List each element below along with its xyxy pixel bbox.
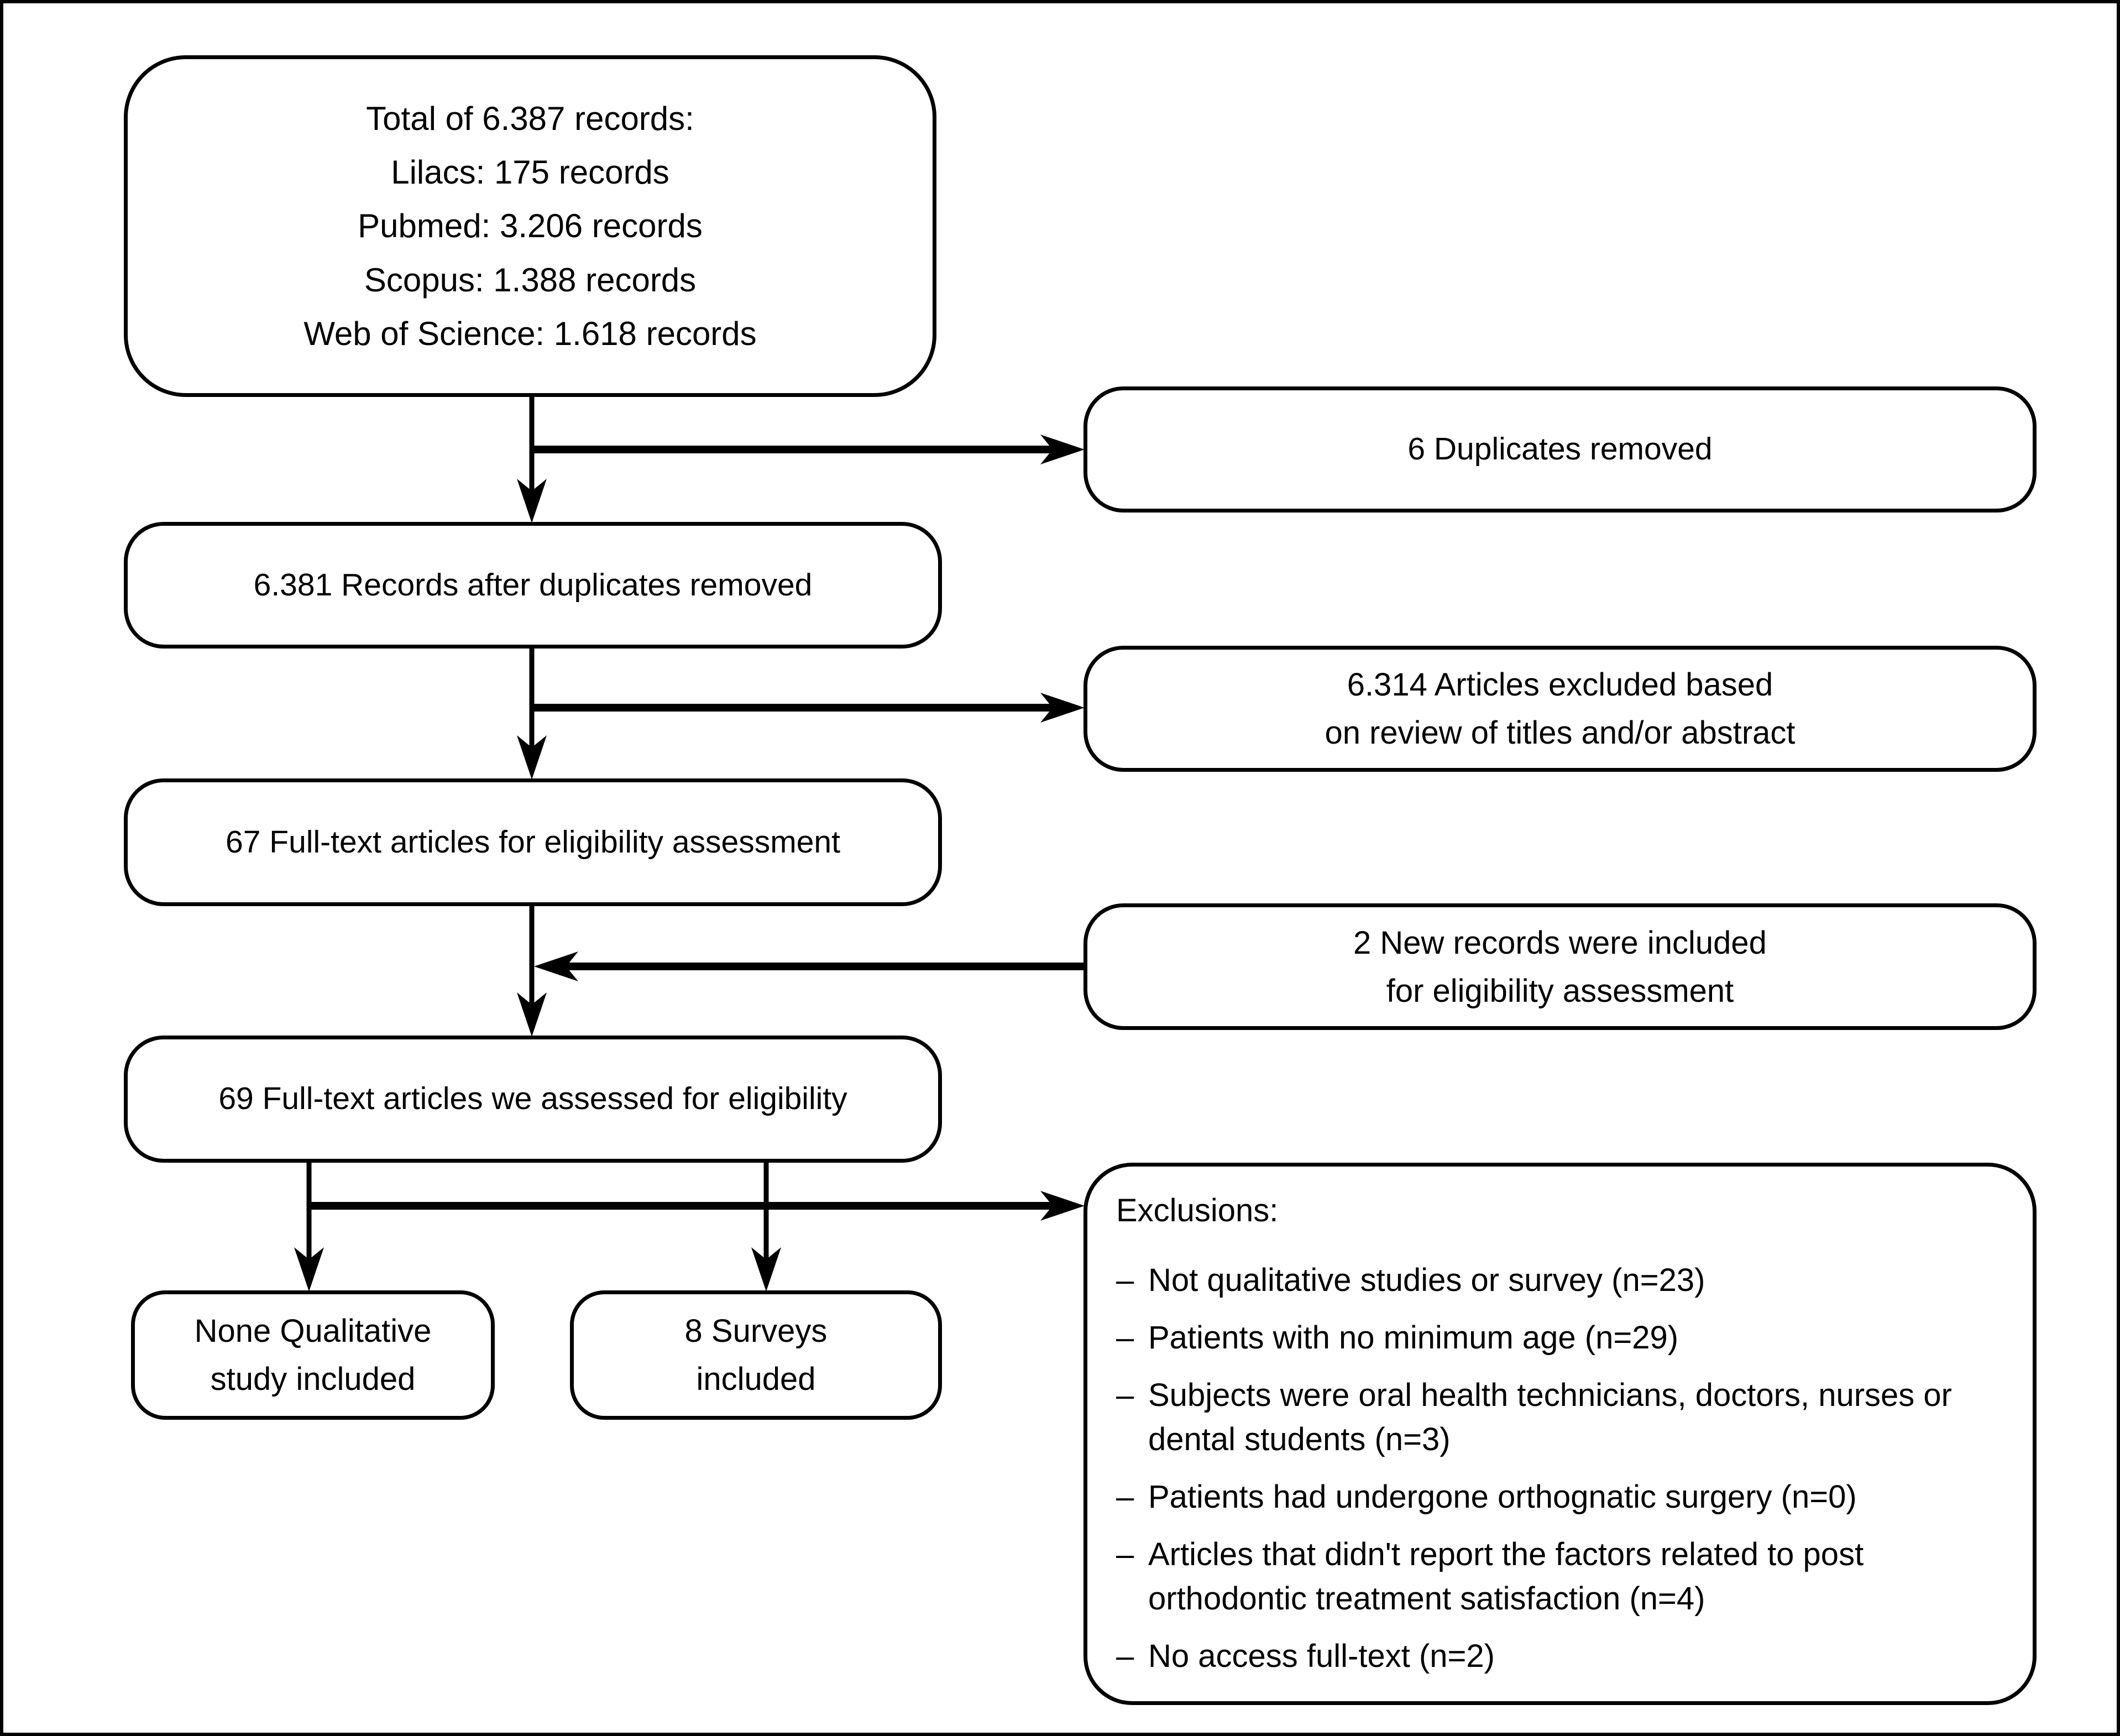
box-articles-excluded: 6.314 Articles excluded based on review …	[1083, 646, 2037, 772]
exclusion-item-text: No access full-text (n=2)	[1148, 1638, 1495, 1675]
dash-bullet: –	[1116, 1262, 1134, 1299]
fulltext-assessed-label: 69 Full-text articles we assessed for el…	[218, 1081, 847, 1117]
identified-pubmed: Pubmed: 3.206 records	[358, 207, 703, 245]
arrow-to-articles-excluded	[530, 693, 1085, 723]
articles-excluded-line2: on review of titles and/or abstract	[1325, 715, 1796, 751]
exclusion-item-text: Patients with no minimum age (n=29)	[1148, 1320, 1679, 1356]
arrow-to-exclusions	[307, 1191, 1085, 1221]
box-qualitative-included: None Qualitative study included	[131, 1290, 495, 1420]
arrow-to-duplicates-removed	[530, 435, 1085, 464]
qualitative-included-line2: study included	[210, 1361, 416, 1397]
arrow-head	[517, 992, 547, 1037]
arrow-after-duplicates-to-fulltext	[517, 647, 547, 780]
exclusion-item: – No access full-text (n=2)	[1116, 1634, 2006, 1679]
arrow-head	[1040, 693, 1085, 723]
articles-excluded-line1: 6.314 Articles excluded based	[1347, 667, 1773, 703]
dash-bullet: –	[1116, 1377, 1134, 1414]
identified-scopus: Scopus: 1.388 records	[364, 261, 697, 299]
surveys-included-line1: 8 Surveys	[684, 1313, 828, 1349]
identified-web-of-science: Web of Science: 1.618 records	[303, 315, 757, 352]
exclusion-item-text: Not qualitative studies or survey (n=23)	[1148, 1262, 1705, 1299]
arrow-head	[294, 1247, 324, 1291]
exclusion-item: – Not qualitative studies or survey (n=2…	[1116, 1258, 2006, 1303]
arrow-head	[751, 1247, 781, 1291]
new-records-line1: 2 New records were included	[1353, 924, 1767, 961]
surveys-included-line2: included	[696, 1361, 816, 1397]
exclusion-item-text: Patients had undergone orthognatic surge…	[1148, 1479, 1857, 1515]
exclusions-title: Exclusions:	[1116, 1193, 1279, 1228]
arrow-identified-to-after-duplicates	[517, 396, 547, 523]
arrow-assessed-to-qualitative	[294, 1162, 324, 1291]
duplicates-removed-label: 6 Duplicates removed	[1407, 431, 1713, 467]
exclusion-item: – Patients had undergone orthognatic sur…	[1116, 1475, 2006, 1519]
identified-total: Total of 6.387 records:	[366, 100, 694, 138]
box-exclusions: Exclusions: – Not qualitative studies or…	[1083, 1163, 2037, 1705]
arrow-from-new-records	[534, 951, 1085, 981]
arrow-head	[1040, 1191, 1085, 1221]
exclusion-item-text: Subjects were oral health technicians, d…	[1148, 1377, 1952, 1458]
box-duplicates-removed: 6 Duplicates removed	[1083, 386, 2037, 513]
arrow-head	[517, 735, 547, 780]
box-new-records-included: 2 New records were included for eligibil…	[1083, 903, 2037, 1030]
arrow-head	[1040, 435, 1085, 464]
exclusion-item: – Subjects were oral health technicians,…	[1116, 1373, 2006, 1462]
fulltext-for-eligibility-label: 67 Full-text articles for eligibility as…	[226, 824, 840, 860]
dash-bullet: –	[1116, 1536, 1134, 1573]
identified-lilacs: Lilacs: 175 records	[391, 154, 669, 191]
box-fulltext-assessed: 69 Full-text articles we assessed for el…	[124, 1036, 942, 1163]
exclusion-item: – Articles that didn't report the factor…	[1116, 1533, 2006, 1621]
exclusion-item-text: Articles that didn't report the factors …	[1148, 1536, 1864, 1617]
records-after-duplicates-label: 6.381 Records after duplicates removed	[253, 567, 813, 603]
dash-bullet: –	[1116, 1320, 1134, 1356]
dash-bullet: –	[1116, 1638, 1134, 1675]
arrow-head	[534, 951, 578, 981]
arrow-head	[517, 479, 547, 523]
arrow-assessed-to-surveys	[751, 1162, 781, 1291]
box-fulltext-for-eligibility: 67 Full-text articles for eligibility as…	[124, 778, 942, 906]
box-identified-records: Total of 6.387 records: Lilacs: 175 reco…	[124, 55, 936, 397]
new-records-line2: for eligibility assessment	[1386, 972, 1734, 1009]
dash-bullet: –	[1116, 1479, 1134, 1515]
box-records-after-duplicates: 6.381 Records after duplicates removed	[124, 522, 942, 649]
exclusion-item: – Patients with no minimum age (n=29)	[1116, 1316, 2006, 1360]
qualitative-included-line1: None Qualitative	[194, 1313, 432, 1349]
box-surveys-included: 8 Surveys included	[570, 1290, 942, 1420]
arrow-fulltext-to-assessed	[517, 905, 547, 1037]
